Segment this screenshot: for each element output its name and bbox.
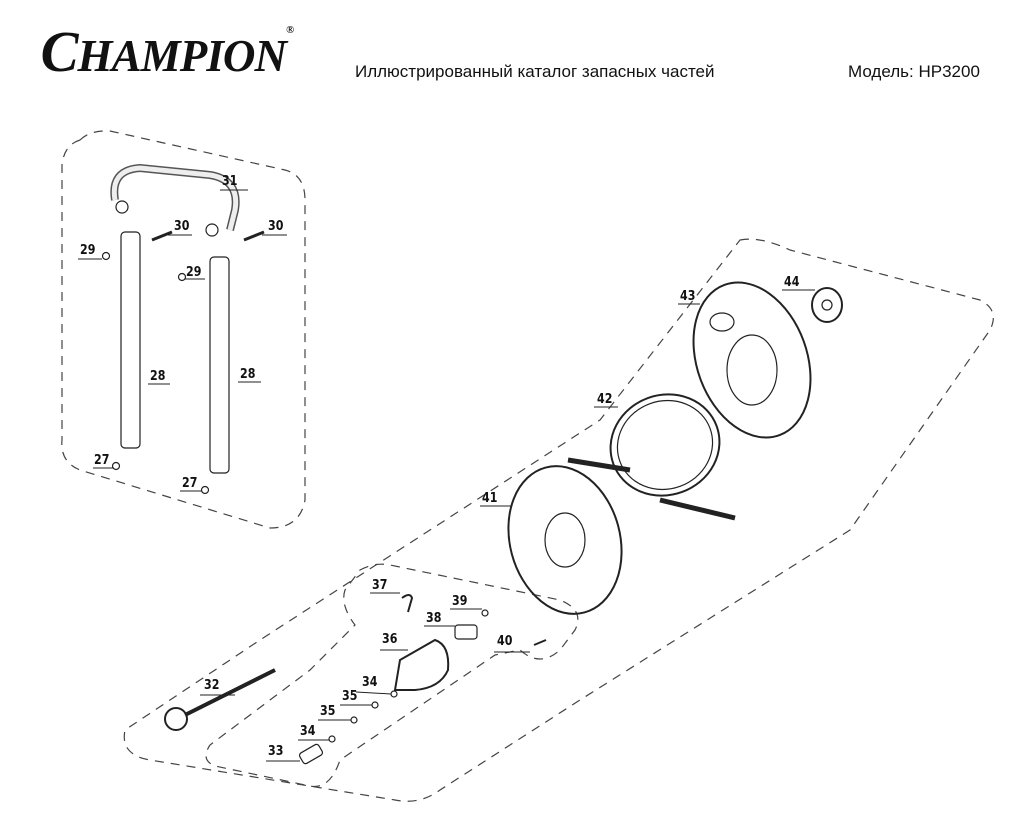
part-label-34: 34	[300, 724, 316, 739]
part-label-42: 42	[597, 392, 613, 407]
part-label-27: 27	[94, 453, 110, 468]
part-label-29: 29	[186, 265, 202, 280]
part-label-43: 43	[680, 289, 696, 304]
part-label-40: 40	[497, 634, 513, 649]
part-label-39: 39	[452, 594, 468, 609]
part-label-29: 29	[80, 243, 96, 258]
part-label-30: 30	[268, 219, 284, 234]
part-label-28: 28	[150, 369, 166, 384]
part-label-34: 34	[362, 675, 378, 690]
part-label-41: 41	[482, 491, 498, 506]
model-label: Модель: HP3200	[848, 62, 980, 81]
brand-logo: CHAMPION®	[40, 19, 295, 84]
part-label-38: 38	[426, 611, 442, 626]
part-label-35: 35	[320, 704, 336, 719]
part-label-37: 37	[372, 578, 388, 593]
part-label-32: 32	[204, 678, 220, 693]
part-label-36: 36	[382, 632, 398, 647]
part-label-30: 30	[174, 219, 190, 234]
part-label-28: 28	[240, 367, 256, 382]
part-label-44: 44	[784, 275, 800, 290]
part-label-27: 27	[182, 476, 198, 491]
catalog-title: Иллюстрированный каталог запасных частей	[355, 62, 715, 81]
part-label-31: 31	[222, 174, 238, 189]
part-label-35: 35	[342, 689, 358, 704]
group-outlines	[61, 130, 994, 802]
part-label-33: 33	[268, 744, 284, 759]
